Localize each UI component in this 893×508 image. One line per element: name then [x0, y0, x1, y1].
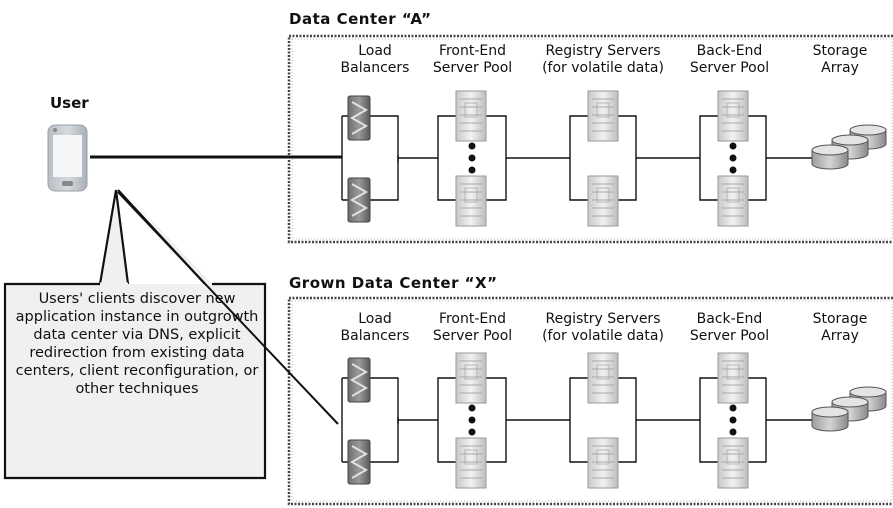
dc-x-storage-disk-1-icon — [811, 406, 849, 432]
dc-a-storage-label: Storage Array — [812, 43, 868, 76]
dc-x-registry-server-top-icon — [587, 352, 619, 404]
dc-x-load-balancer-top-icon — [347, 357, 371, 403]
dc-x-front-end-server-bottom-icon — [455, 437, 487, 489]
dc-a-storage-disk-1-icon — [811, 144, 849, 170]
dc-a-registry-label: Registry Servers (for volatile data) — [542, 43, 664, 76]
dc-x-load-balancers-label: Load Balancers — [340, 311, 410, 344]
user-label: User — [50, 94, 89, 112]
data-center-x-box — [287, 296, 893, 506]
dc-x-registry-server-bottom-icon — [587, 437, 619, 489]
dc-x-back-end-ellipsis — [729, 404, 737, 436]
callout-bubble — [3, 188, 267, 480]
dc-a-front-end-server-bottom-icon — [455, 175, 487, 227]
dc-a-back-end-ellipsis — [729, 142, 737, 174]
dc-x-back-end-server-bottom-icon — [717, 437, 749, 489]
data-center-x-title: Grown Data Center “X” — [289, 274, 498, 292]
dc-x-back-end-server-top-icon — [717, 352, 749, 404]
dc-x-front-end-label: Front-End Server Pool — [432, 311, 513, 344]
dc-a-back-end-server-bottom-icon — [717, 175, 749, 227]
data-center-a-box — [287, 34, 893, 244]
dc-a-back-end-server-top-icon — [717, 90, 749, 142]
dc-x-registry-label: Registry Servers (for volatile data) — [542, 311, 664, 344]
callout-text: Users' clients discover new application … — [15, 291, 259, 397]
dc-a-load-balancer-top-icon — [347, 95, 371, 141]
dc-a-front-end-ellipsis — [468, 142, 476, 174]
dc-a-front-end-label: Front-End Server Pool — [432, 43, 513, 76]
dc-a-load-balancer-bottom-icon — [347, 177, 371, 223]
dc-a-back-end-label: Back-End Server Pool — [689, 43, 770, 76]
user-connection-x — [117, 191, 339, 425]
dc-a-load-balancers-label: Load Balancers — [340, 43, 410, 76]
dc-x-back-end-label: Back-End Server Pool — [689, 311, 770, 344]
data-center-a-title: Data Center “A” — [289, 10, 432, 28]
dc-x-load-balancer-bottom-icon — [347, 439, 371, 485]
dc-x-storage-label: Storage Array — [812, 311, 868, 344]
dc-a-registry-server-bottom-icon — [587, 175, 619, 227]
dc-x-front-end-ellipsis — [468, 404, 476, 436]
dc-a-registry-server-top-icon — [587, 90, 619, 142]
dc-x-front-end-server-top-icon — [455, 352, 487, 404]
mobile-phone-icon — [47, 124, 88, 192]
dc-a-front-end-server-top-icon — [455, 90, 487, 142]
